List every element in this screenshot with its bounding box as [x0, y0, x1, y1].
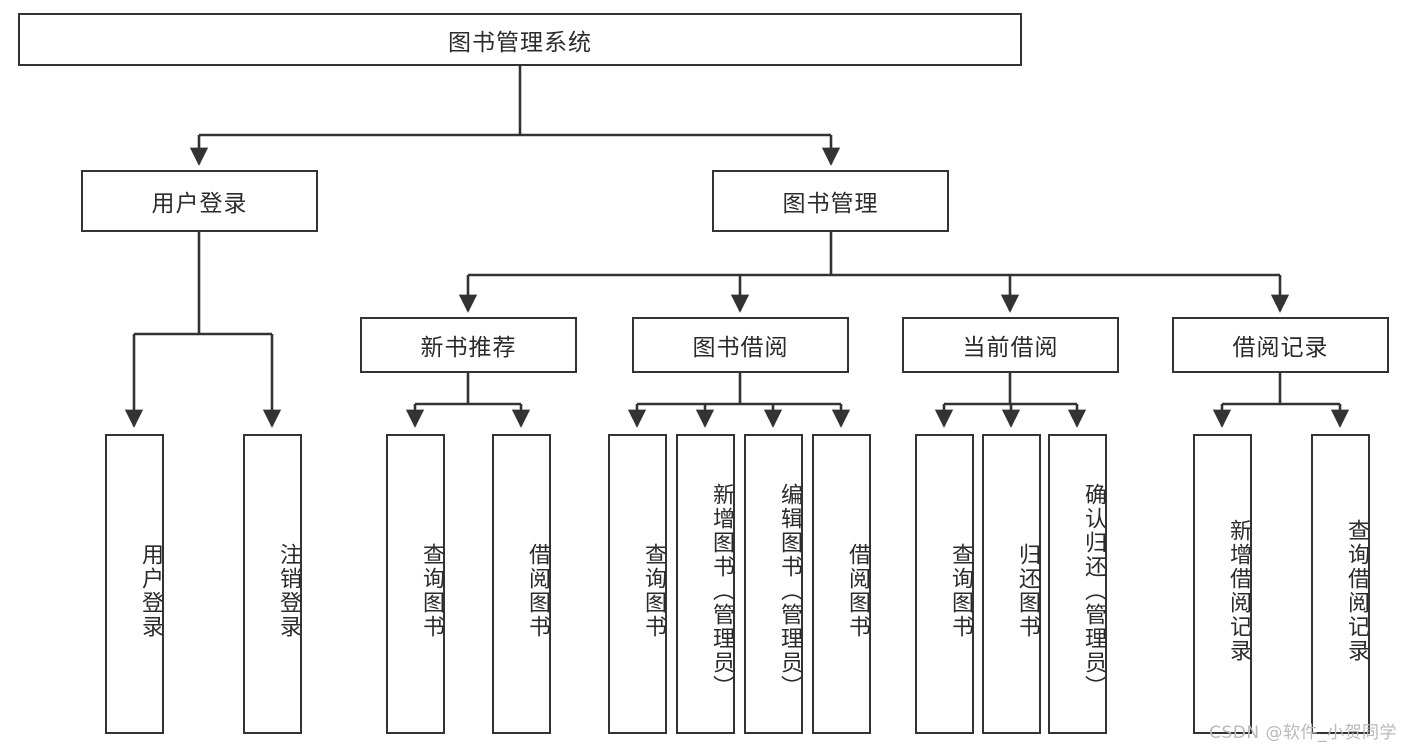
- leaf-user-login-label: 用户登录: [138, 543, 163, 639]
- leaf-confirm-return[interactable]: 确认归还（管理员）: [1048, 434, 1107, 734]
- node-user-login-label: 用户登录: [151, 191, 248, 217]
- leaf-edit-book-label: 编辑图书（管理员）: [777, 483, 802, 699]
- leaf-borrow-book-1[interactable]: 借阅图书: [492, 434, 551, 734]
- leaf-query-book-1[interactable]: 查询图书: [386, 434, 445, 734]
- leaf-return-book-label: 归还图书: [1015, 543, 1040, 639]
- node-borrow-record-label: 借阅记录: [1232, 335, 1329, 361]
- leaf-user-login[interactable]: 用户登录: [105, 434, 164, 734]
- leaf-borrow-book-2[interactable]: 借阅图书: [812, 434, 871, 734]
- leaf-query-book-3[interactable]: 查询图书: [915, 434, 974, 734]
- leaf-add-book-label: 新增图书（管理员）: [709, 483, 734, 699]
- leaf-borrow-book-2-label: 借阅图书: [845, 543, 870, 639]
- leaf-logout[interactable]: 注销登录: [243, 434, 302, 734]
- leaf-query-record[interactable]: 查询借阅记录: [1311, 434, 1370, 734]
- node-user-login[interactable]: 用户登录: [81, 170, 318, 232]
- leaf-add-record[interactable]: 新增借阅记录: [1193, 434, 1252, 734]
- node-root[interactable]: 图书管理系统: [18, 13, 1022, 66]
- leaf-edit-book[interactable]: 编辑图书（管理员）: [744, 434, 803, 734]
- leaf-query-book-3-label: 查询图书: [948, 543, 973, 639]
- node-new-book-recommend[interactable]: 新书推荐: [360, 317, 577, 373]
- leaf-add-book[interactable]: 新增图书（管理员）: [676, 434, 735, 734]
- leaf-query-book-1-label: 查询图书: [419, 543, 444, 639]
- node-new-book-recommend-label: 新书推荐: [420, 335, 517, 361]
- node-root-label: 图书管理系统: [448, 29, 592, 56]
- node-book-borrow-label: 图书借阅: [692, 335, 789, 361]
- node-book-management-label: 图书管理: [782, 191, 879, 217]
- node-book-borrow[interactable]: 图书借阅: [632, 317, 849, 373]
- leaf-query-book-2[interactable]: 查询图书: [608, 434, 667, 734]
- leaf-query-record-label: 查询借阅记录: [1344, 519, 1369, 663]
- node-current-borrow[interactable]: 当前借阅: [902, 317, 1119, 373]
- node-current-borrow-label: 当前借阅: [962, 335, 1059, 361]
- leaf-return-book[interactable]: 归还图书: [982, 434, 1041, 734]
- leaf-confirm-return-label: 确认归还（管理员）: [1081, 483, 1106, 699]
- node-borrow-record[interactable]: 借阅记录: [1172, 317, 1389, 373]
- leaf-query-book-2-label: 查询图书: [641, 543, 666, 639]
- leaf-add-record-label: 新增借阅记录: [1226, 519, 1251, 663]
- leaf-borrow-book-1-label: 借阅图书: [525, 543, 550, 639]
- leaf-logout-label: 注销登录: [276, 543, 301, 639]
- node-book-management[interactable]: 图书管理: [712, 170, 949, 232]
